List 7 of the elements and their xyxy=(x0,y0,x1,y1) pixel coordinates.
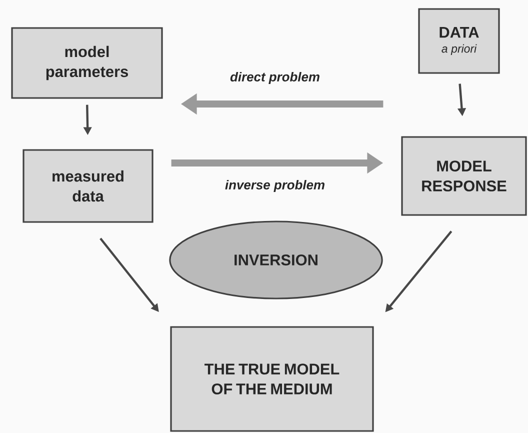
edge-label: direct problem xyxy=(229,70,321,86)
data-box: DATA a priori xyxy=(418,8,500,74)
process-box: measured data xyxy=(22,149,154,223)
edge-label: inverse problem xyxy=(224,178,326,194)
process-box: MODEL RESPONSE xyxy=(401,136,527,216)
result-box: THE TRUE MODEL OF THE MEDIUM xyxy=(170,326,374,432)
process-box: model parameters xyxy=(11,27,163,99)
